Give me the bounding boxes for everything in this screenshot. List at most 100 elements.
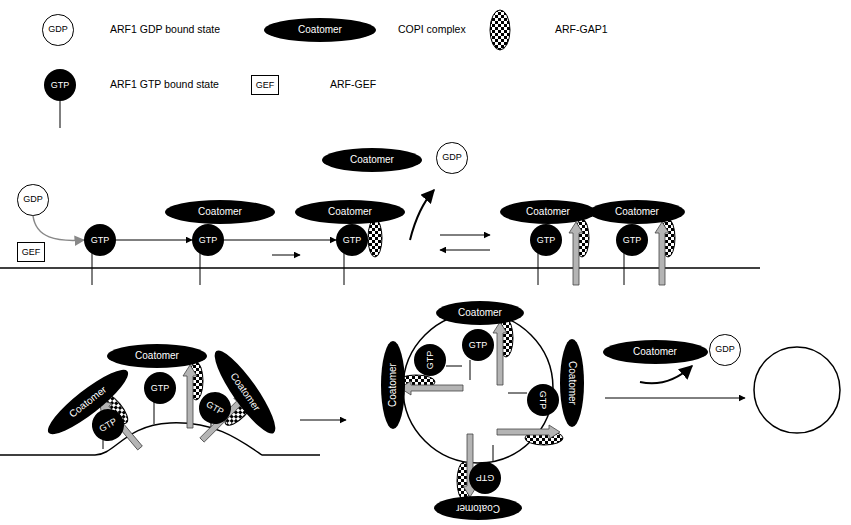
node-label: Coatomer: [328, 207, 372, 217]
gef-box: GEF: [251, 75, 279, 95]
anchor-stem: [508, 393, 527, 394]
coatomer-ellipse: Coatomer: [381, 341, 405, 429]
anchor-stem: [154, 402, 155, 424]
legend-entry: ARF-GAP1: [555, 24, 608, 36]
legend-text: ARF1 GTP bound state: [110, 78, 219, 90]
node-label: GEF: [22, 248, 41, 257]
anchor-stem: [470, 360, 471, 380]
anchor-stem: [92, 252, 93, 285]
gtp-circle: GTP: [527, 384, 559, 416]
node-label: GEF: [256, 81, 275, 90]
coatomer-ellipse: Coatomer: [264, 18, 376, 42]
arf-gap1-symbol: [368, 219, 382, 257]
node-label: GTP: [98, 416, 119, 433]
equilibrium-arrow: [440, 235, 490, 236]
gap-arrow-symbol: [397, 375, 463, 395]
node-label: Coatomer: [135, 351, 179, 361]
gtp-circle: GTP: [469, 462, 501, 494]
coatomer-ellipse: Coatomer: [295, 200, 405, 224]
legend-entry: ARF-GEF: [330, 79, 376, 91]
arf-gap1-symbol: [490, 10, 510, 50]
node-label: Coatomer: [526, 207, 570, 217]
node-label: GDP: [442, 153, 462, 162]
arrow-connector: [116, 240, 192, 241]
gdp-circle: GDP: [709, 334, 741, 366]
coatomer-ellipse: Coatomer: [436, 301, 524, 325]
anchor-stem: [60, 101, 61, 128]
step-arrow: [300, 420, 346, 421]
coatomer-ellipse: Coatomer: [560, 339, 584, 427]
gtp-circle: GTP: [336, 224, 368, 256]
coatomer-ellipse: Coatomer: [165, 200, 275, 224]
node-label: GTP: [151, 384, 170, 393]
node-label: Coatomer: [567, 361, 577, 405]
membrane-line: [0, 267, 760, 269]
node-label: GTP: [199, 236, 218, 245]
node-label: Coatomer: [633, 347, 677, 357]
node-label: GTP: [51, 81, 70, 90]
gtp-circle: GTP: [616, 224, 648, 256]
gef-box: GEF: [17, 242, 45, 262]
node-label: Coatomer: [456, 503, 500, 513]
node-label: GTP: [539, 391, 548, 410]
gtp-circle: GTP: [44, 69, 76, 101]
node-label: GTP: [537, 236, 556, 245]
node-label: GTP: [91, 236, 110, 245]
anchor-stem: [538, 252, 539, 285]
gdp-circle: GDP: [436, 142, 468, 174]
gap-arrow-symbol: [183, 362, 203, 428]
release-arrow: [640, 366, 692, 383]
gdp-circle: GDP: [17, 184, 49, 216]
gtp-circle: GTP: [530, 224, 562, 256]
node-label: GTP: [469, 341, 488, 350]
coatomer-ellipse: Coatomer: [500, 200, 596, 224]
coatomer-ellipse: Coatomer: [589, 200, 685, 224]
gap-arrow-symbol: [655, 219, 675, 285]
node-label: Coatomer: [350, 155, 394, 165]
gtp-circle: GTP: [462, 329, 494, 361]
gap-arrow-symbol: [569, 219, 589, 285]
arrow-connector: [33, 216, 84, 241]
gap-arrow-symbol: [493, 319, 513, 385]
gtp-circle: GTP: [144, 372, 176, 404]
node-label: GDP: [23, 195, 43, 204]
gtp-circle: GTP: [414, 344, 446, 376]
gap-arrow-symbol: [497, 425, 563, 445]
node-label: Coatomer: [388, 363, 398, 407]
step-arrow: [605, 398, 745, 399]
node-label: Coatomer: [615, 207, 659, 217]
anchor-stem: [446, 366, 462, 367]
equilibrium-arrow: [440, 250, 490, 251]
anchor-stem: [493, 445, 494, 462]
legend-text: ARF-GEF: [330, 78, 376, 90]
legend-text: ARF-GAP1: [555, 23, 608, 35]
gdp-circle: GDP: [42, 14, 74, 46]
gtp-circle: GTP: [192, 224, 224, 256]
node-label: Coatomer: [198, 207, 242, 217]
anchor-stem: [200, 252, 201, 285]
node-label: GTP: [343, 236, 362, 245]
node-label: Coatomer: [458, 308, 502, 318]
coatomer-ellipse: Coatomer: [434, 496, 522, 520]
legend-entry: COPI complex: [398, 24, 466, 36]
node-label: GDP: [715, 345, 735, 354]
node-label: GTP: [476, 474, 495, 483]
gtp-circle: GTP: [84, 224, 116, 256]
legend-entry: ARF1 GDP bound state: [110, 24, 220, 36]
node-label: GTP: [623, 236, 642, 245]
node-label: GDP: [48, 25, 68, 34]
coatomer-ellipse: Coatomer: [603, 340, 708, 364]
coatomer-ellipse: Coatomer: [107, 344, 207, 368]
node-label: GTP: [205, 399, 226, 416]
coatomer-ellipse: Coatomer: [322, 148, 422, 172]
legend-text: ARF1 GDP bound state: [110, 23, 220, 35]
uncoated-vesicle: [754, 347, 840, 433]
step-arrow: [272, 255, 300, 256]
legend-entry: ARF1 GTP bound state: [110, 79, 219, 91]
release-arrow: [410, 190, 434, 240]
arrow-connector: [224, 240, 336, 241]
node-label: GTP: [426, 351, 435, 370]
anchor-stem: [624, 252, 625, 285]
node-label: Coatomer: [228, 371, 261, 413]
